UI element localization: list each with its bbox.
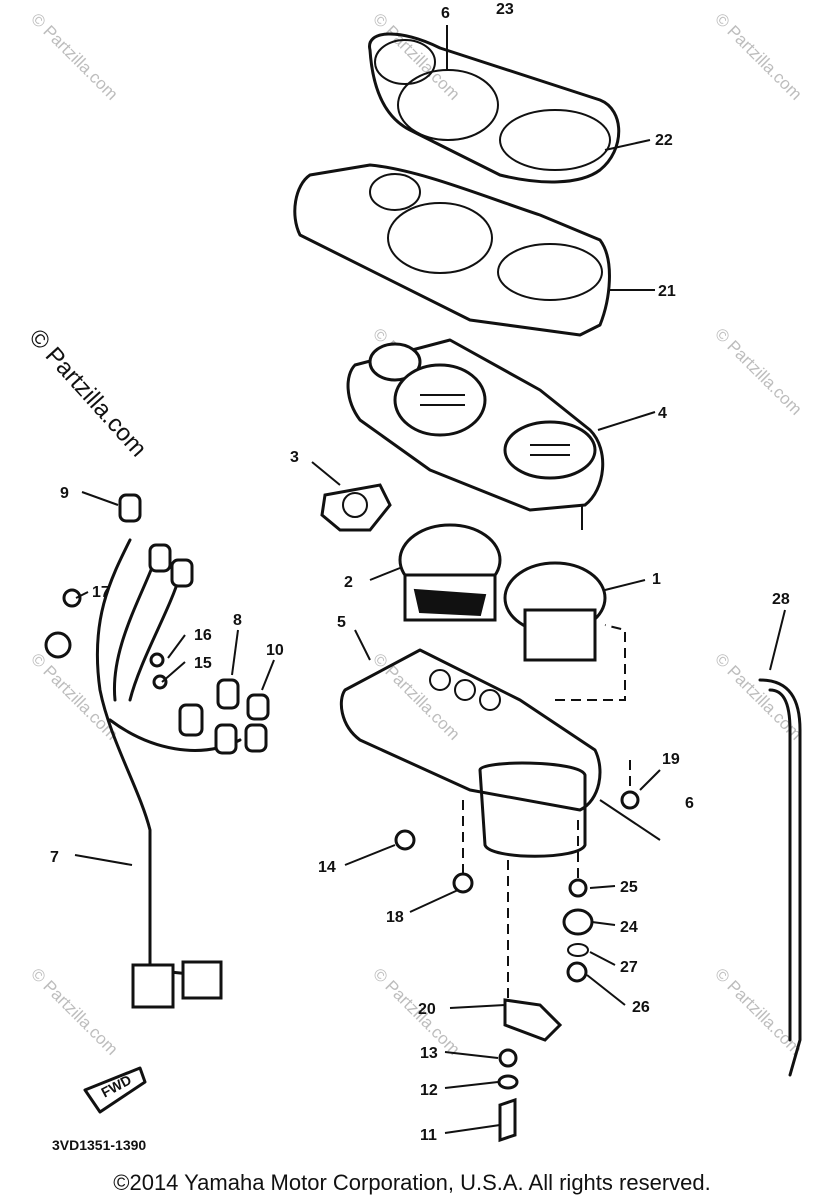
part-2-tachometer bbox=[369, 523, 502, 622]
part-22-cover bbox=[368, 25, 651, 184]
watermark-10: © Partzilla.com bbox=[369, 964, 463, 1058]
part-21-panel bbox=[293, 163, 655, 337]
watermark-5: © Partzilla.com bbox=[711, 324, 805, 418]
part-5-lower-case bbox=[339, 624, 661, 858]
callout-17: 17 bbox=[92, 584, 110, 601]
callout-26: 26 bbox=[632, 999, 650, 1016]
callout-14: 14 bbox=[318, 859, 336, 876]
callout-23: 23 bbox=[496, 1, 514, 18]
callout-10: 10 bbox=[266, 642, 284, 659]
callout-12: 12 bbox=[420, 1082, 438, 1099]
callout-24: 24 bbox=[620, 919, 638, 936]
part-4-meter-case bbox=[346, 338, 656, 530]
drawing-code: 3VD1351-1390 bbox=[52, 1137, 146, 1153]
callout-5: 5 bbox=[337, 614, 346, 631]
watermark-6: © Partzilla.com bbox=[27, 649, 121, 743]
callout-15: 15 bbox=[194, 655, 212, 672]
watermark-3: © Partzilla.com bbox=[711, 9, 805, 103]
callout-27: 27 bbox=[620, 959, 638, 976]
callout-18: 18 bbox=[386, 909, 404, 926]
callout-6: 6 bbox=[685, 795, 694, 812]
callouts: 1 2 3 4 5 6 7 8 9 10 11 12 13 14 15 16 1… bbox=[50, 1, 790, 1144]
callout-13: 13 bbox=[420, 1045, 438, 1062]
watermark-main: © Partzilla.com bbox=[24, 324, 152, 462]
watermark-2: © Partzilla.com bbox=[369, 9, 463, 103]
callout-21: 21 bbox=[658, 283, 676, 300]
fwd-label: FWD bbox=[98, 1071, 134, 1100]
watermark-1: © Partzilla.com bbox=[27, 9, 121, 103]
callout-7: 7 bbox=[50, 849, 59, 866]
callout-1: 1 bbox=[652, 571, 661, 588]
callout-6-top: 6 bbox=[441, 5, 450, 22]
callout-25: 25 bbox=[620, 879, 638, 896]
part-3-small-gauge bbox=[311, 461, 392, 532]
callout-16: 16 bbox=[194, 627, 212, 644]
watermark-9: © Partzilla.com bbox=[27, 964, 121, 1058]
callout-8: 8 bbox=[233, 612, 242, 629]
callout-4: 4 bbox=[658, 405, 667, 422]
callout-19: 19 bbox=[662, 751, 680, 768]
callout-3: 3 bbox=[290, 449, 299, 466]
part-1-speedometer bbox=[503, 561, 646, 662]
copyright-footer: ©2014 Yamaha Motor Corporation, U.S.A. A… bbox=[113, 1170, 710, 1195]
small-parts bbox=[62, 588, 640, 1143]
fwd-arrow: FWD bbox=[83, 1066, 147, 1114]
callout-2: 2 bbox=[344, 574, 353, 591]
callout-20: 20 bbox=[418, 1001, 436, 1018]
callout-11: 11 bbox=[420, 1127, 437, 1144]
callout-28: 28 bbox=[772, 591, 790, 608]
part-7-harness bbox=[44, 491, 270, 1009]
part-28-cable bbox=[758, 609, 802, 1077]
callout-22: 22 bbox=[655, 132, 673, 149]
leader-lines bbox=[75, 591, 661, 1134]
callout-9: 9 bbox=[60, 485, 69, 502]
